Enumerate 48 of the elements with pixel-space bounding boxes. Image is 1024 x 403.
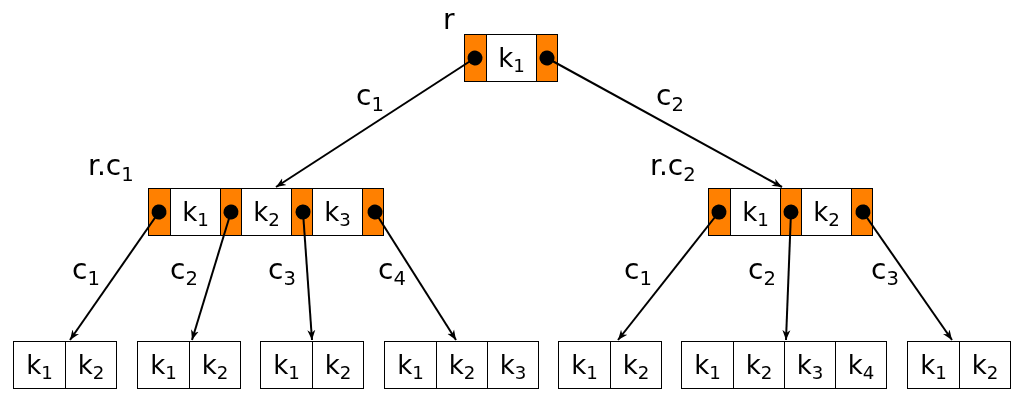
arrow: [367, 204, 457, 341]
key-label: k$_{3}$: [784, 342, 835, 388]
key-label: k$_{1}$: [25, 349, 54, 386]
arrow: [69, 204, 167, 341]
arrow: [539, 50, 783, 188]
key-label: k$_{1}$: [570, 349, 599, 386]
tree-node: [384, 341, 539, 389]
tree-node: [137, 341, 241, 389]
arrow: [855, 204, 953, 341]
key-label: k$_{1}$: [919, 349, 948, 386]
node-label: r.c$_{2}$: [650, 152, 696, 180]
edge-label: c$_{4}$: [378, 256, 406, 284]
key-label: k$_{1}$: [396, 349, 425, 386]
tree-node: [558, 341, 662, 389]
arrow: [191, 204, 239, 341]
tree-node: [260, 341, 364, 389]
tree-node: [907, 341, 1011, 389]
arrow: [275, 50, 483, 188]
key-label: k$_{1}$: [272, 349, 301, 386]
edge-label: c$_{1}$: [624, 256, 652, 284]
edge-label: c$_{1}$: [356, 82, 384, 110]
key-label: k$_{3}$: [487, 342, 538, 388]
tree-node: [13, 341, 117, 389]
edge-label: c$_{3}$: [871, 256, 899, 284]
edge-label: c$_{3}$: [268, 256, 296, 284]
tree-node: [464, 34, 558, 82]
key-label: k$_{2}$: [189, 342, 240, 388]
key-label: k$_{2}$: [312, 342, 363, 388]
tree-node: [148, 188, 384, 236]
key-label: k$_{2}$: [959, 342, 1010, 388]
edge-label: c$_{2}$: [748, 256, 776, 284]
tree-node: [681, 341, 887, 389]
key-label: k$_{4}$: [835, 342, 886, 388]
edge-label: c$_{1}$: [72, 256, 100, 284]
key-label: k$_{1}$: [149, 349, 178, 386]
node-label: r: [443, 6, 455, 34]
node-label: r.c$_{1}$: [88, 152, 134, 180]
key-label: k$_{2}$: [610, 342, 661, 388]
tree-node: [708, 188, 873, 236]
key-label: k$_{2}$: [65, 342, 116, 388]
edge-label: c$_{2}$: [170, 256, 198, 284]
key-label: k$_{1}$: [693, 349, 722, 386]
arrow: [295, 204, 316, 341]
edge-label: c$_{2}$: [656, 82, 684, 110]
key-label: k$_{2}$: [436, 342, 487, 388]
arrow: [617, 204, 727, 341]
key-label: k$_{2}$: [733, 342, 784, 388]
arrow: [782, 204, 799, 341]
